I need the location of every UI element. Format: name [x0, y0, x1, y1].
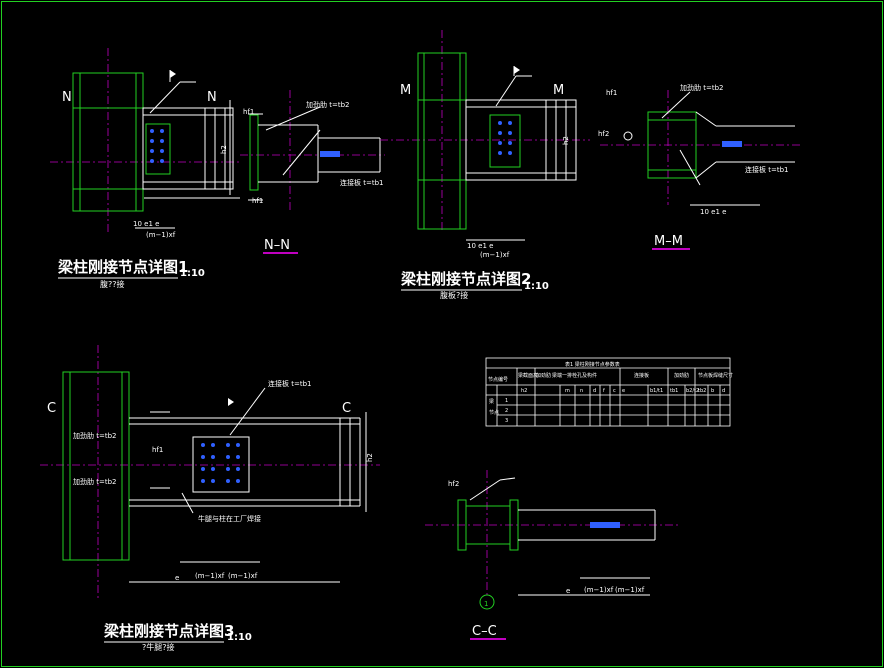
- table-sub-d: d: [593, 388, 596, 394]
- detail3-dim-e: e: [175, 574, 179, 582]
- parameter-table: [485, 357, 731, 427]
- detail3-h2: h2: [366, 453, 374, 462]
- detail3-elevation: [40, 345, 380, 600]
- cc-dim-m1: (m−1)xf: [584, 586, 614, 594]
- table-head-3: 梁端一排栓孔及构件: [552, 372, 597, 379]
- detail1-h2: h2: [220, 145, 228, 154]
- table-left-label: 节点: [489, 410, 499, 416]
- table-row-2: 2: [505, 408, 508, 414]
- section-marker-c-right: C: [342, 401, 351, 416]
- section-title-nn: N–N: [264, 238, 290, 253]
- table-head-5: 加劲肋: [674, 372, 689, 379]
- section-marker-n-right: N: [207, 90, 217, 105]
- section-cc-view: [425, 470, 680, 596]
- table-head-6: 节点板焊缝尺寸: [698, 372, 733, 379]
- detail3-dim-m1: (m−1)xf: [195, 572, 225, 580]
- mm-plate-label: 连接板 t=tb1: [745, 165, 788, 174]
- nn-hf1b: hf1: [252, 197, 263, 205]
- detail1-elevation: [50, 48, 240, 232]
- table-sub-h2: h2: [521, 388, 527, 394]
- mm-stiff-label: 加劲肋 t=tb2: [680, 83, 723, 92]
- detail2-title: 梁柱刚接节点详图2: [400, 270, 531, 288]
- detail2-dim-m: (m−1)xf: [480, 251, 510, 259]
- table-sub-b1t1: b1/t1: [650, 388, 663, 394]
- section-marker-m-left: M: [400, 83, 411, 98]
- table-sub-f: f: [603, 388, 605, 394]
- table-sub-m: m: [565, 388, 570, 394]
- detail3-subtitle: ?牛腿?接: [142, 642, 175, 652]
- table-head-4: 连接板: [634, 372, 649, 379]
- grid-bubble-number: 1: [484, 600, 488, 608]
- detail3-plate-label: 连接板 t=tb1: [268, 379, 311, 388]
- table-sub-tb2: tb2: [698, 388, 706, 394]
- detail2-bolts: [498, 121, 512, 155]
- detail3-bolts: [201, 443, 240, 483]
- table-head-2: 加劲肋: [536, 372, 551, 379]
- detail2-elevation: [380, 30, 590, 241]
- section-marker-n-left: N: [62, 90, 72, 105]
- cc-hf2: hf2: [448, 480, 459, 488]
- nn-hf1: hf1: [243, 108, 254, 116]
- table-sub-c: c: [613, 388, 616, 394]
- table-sub-b2t2: b2/t2: [686, 388, 699, 394]
- mm-dim-e: 10 e1 e: [700, 208, 726, 216]
- table-row-3: 3: [505, 418, 508, 424]
- detail1-subtitle: 腹??接: [100, 279, 125, 289]
- table-title: 表1 梁柱刚接节点参数表: [565, 361, 620, 368]
- detail3-hf1: hf1: [152, 446, 163, 454]
- detail2-dim-e: 10 e1 e: [467, 242, 493, 250]
- detail3-title: 梁柱刚接节点详图3: [103, 622, 234, 640]
- table-head-1: 梁截面高: [518, 372, 538, 379]
- detail1-dim-e: 10 e1 e: [133, 220, 159, 228]
- section-mm-view: [600, 90, 800, 206]
- mm-hf2: hf2: [598, 130, 609, 138]
- mm-hf1: hf1: [606, 89, 617, 97]
- cc-dim-m2: (m−1)xf: [615, 586, 645, 594]
- detail2-scale: 1:10: [524, 281, 549, 292]
- table-sub-n: n: [580, 388, 583, 394]
- table-head-0: 节点编号: [488, 376, 508, 383]
- table-sub-e: e: [622, 388, 625, 394]
- nn-stiff-label: 加劲肋 t=tb2: [306, 100, 349, 109]
- table-row-group: 梁: [489, 398, 494, 405]
- detail3-pad-note: 牛腿与柱在工厂焊接: [198, 514, 261, 523]
- section-marker-c-left: C: [47, 401, 56, 416]
- section-title-cc: C–C: [472, 624, 497, 639]
- detail3-stiff-top: 加劲肋 t=tb2: [73, 431, 116, 440]
- grid-bubble: [479, 594, 495, 610]
- table-sub-b: b: [711, 388, 714, 394]
- cc-dim-e: e: [566, 587, 570, 595]
- section-marker-m-right: M: [553, 83, 564, 98]
- nn-plate-label: 连接板 t=tb1: [340, 178, 383, 187]
- detail3-stiff-bottom: 加劲肋 t=tb2: [73, 477, 116, 486]
- detail1-scale: 1:10: [180, 268, 205, 279]
- detail1-title: 梁柱刚接节点详图1: [57, 258, 188, 276]
- table-row-1: 1: [505, 398, 508, 404]
- detail3-dim-m2: (m−1)xf: [228, 572, 258, 580]
- table-sub-dd: d: [722, 388, 725, 394]
- detail2-subtitle: 腹板?接: [440, 290, 468, 300]
- section-title-mm: M–M: [654, 234, 683, 249]
- section-nn-view: [240, 90, 385, 210]
- detail1-bolts: [150, 129, 164, 163]
- detail3-scale: 1:10: [227, 632, 252, 643]
- detail2-h2: h2: [562, 136, 570, 145]
- table-sub-tb1: tb1: [670, 388, 678, 394]
- detail1-dim-m: (m−1)xf: [146, 231, 176, 239]
